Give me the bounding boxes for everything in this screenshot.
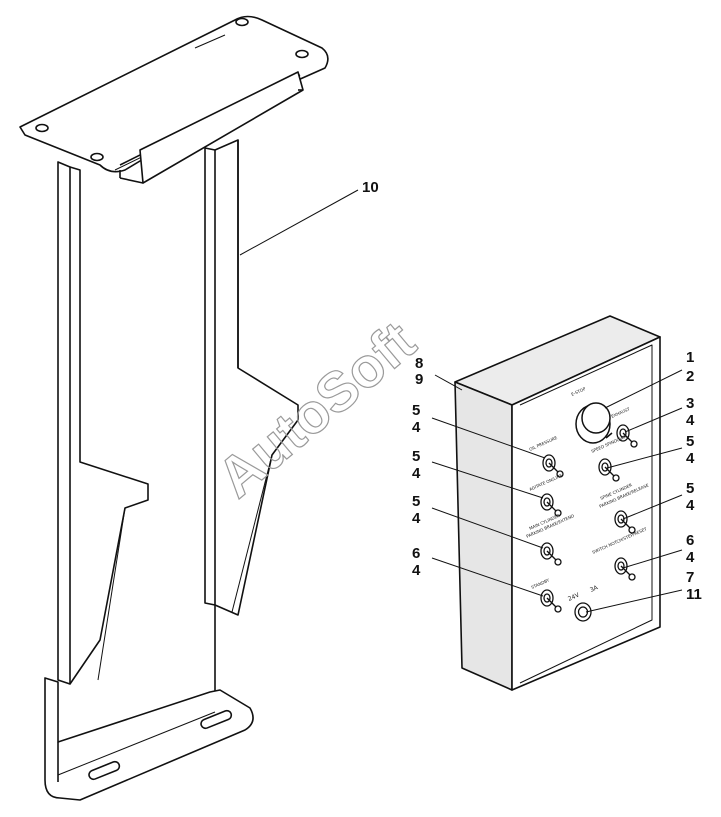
callout-1: 1 [686, 349, 694, 366]
callout-5-right-3: 5 [686, 480, 694, 497]
mounting-bracket [19, 15, 329, 801]
callout-6-left-4: 6 [412, 545, 420, 562]
control-box [454, 315, 661, 691]
toggle-switch-right-1 [616, 424, 638, 448]
panel-label-estop: E-STOP [570, 386, 586, 397]
callout-5-right-2: 5 [686, 433, 694, 450]
callout-3: 3 [686, 395, 694, 412]
toggle-switches [540, 424, 638, 613]
callout-4-left-3: 4 [412, 510, 421, 527]
callout-4-right-3: 4 [686, 497, 695, 514]
leader-lines [239, 189, 683, 613]
toggle-switch-right-4 [614, 557, 636, 581]
callout-6-right-4: 6 [686, 532, 694, 549]
callout-11: 11 [686, 586, 702, 603]
callout-numbers: 10 8 9 1 2 3 4 5 4 5 4 6 4 7 11 5 4 5 4 … [362, 179, 702, 603]
callout-7: 7 [686, 569, 694, 586]
callout-4-right-4: 4 [686, 549, 695, 566]
e-stop-button [575, 402, 613, 444]
toggle-switch-left-4 [540, 589, 562, 613]
callout-4-right-2: 4 [686, 450, 695, 467]
callout-9: 9 [415, 371, 423, 388]
callout-4-left-2: 4 [412, 465, 421, 482]
callout-5-left-1: 5 [412, 402, 420, 419]
callout-2: 2 [686, 368, 694, 385]
callout-4-right-1: 4 [686, 412, 695, 429]
callout-5-left-3: 5 [412, 493, 420, 510]
toggle-switch-right-3 [614, 510, 636, 534]
panel-label-amperage: 3A [589, 584, 600, 594]
callout-4-left-1: 4 [412, 419, 421, 436]
toggle-switch-left-1 [542, 454, 564, 478]
toggle-switch-left-2 [540, 493, 562, 517]
callout-8: 8 [415, 355, 423, 372]
callout-10: 10 [362, 179, 379, 196]
callout-4-left-4: 4 [412, 562, 421, 579]
toggle-switch-left-3 [540, 542, 562, 566]
fuse-holder [574, 602, 592, 622]
callout-5-left-2: 5 [412, 448, 420, 465]
panel-label-voltage: 24V [567, 591, 581, 603]
